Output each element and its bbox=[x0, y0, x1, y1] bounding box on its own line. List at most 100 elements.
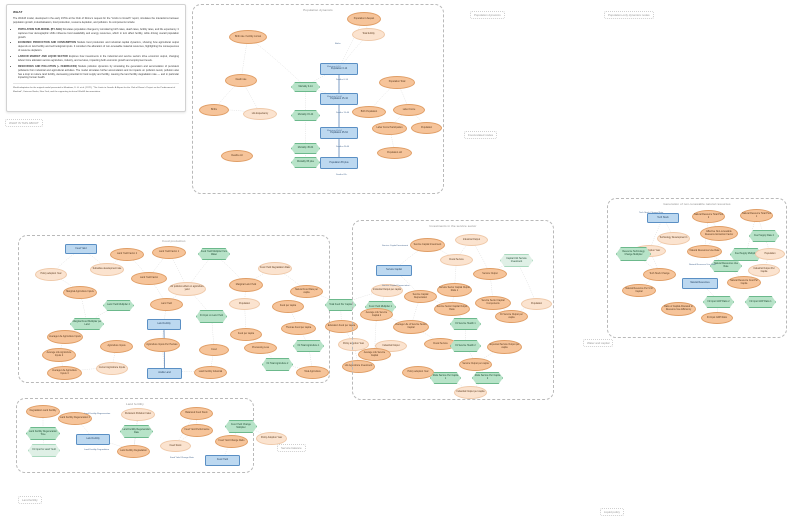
model-node[interactable]: Persistent Pollution Index bbox=[121, 408, 155, 421]
model-node[interactable]: Fit Total Agriculture 1 bbox=[293, 340, 324, 352]
model-node[interactable]: Arable Land bbox=[147, 368, 182, 379]
model-node[interactable]: Tech Stock Change bbox=[643, 268, 676, 281]
model-node[interactable]: Policy adoption Year bbox=[402, 366, 434, 379]
model-node[interactable]: Land Fertility bbox=[76, 434, 110, 445]
model-node[interactable]: Agriculture Inputs bbox=[100, 340, 133, 353]
canvas-tag[interactable]: Liquid policy bbox=[600, 508, 624, 516]
model-node[interactable]: Birth rate / fertility normal bbox=[229, 30, 267, 44]
model-node[interactable]: Population bbox=[229, 298, 260, 310]
model-node[interactable]: Fit Input on Land Yield bbox=[196, 310, 227, 323]
model-node[interactable]: Processing Loss bbox=[244, 342, 277, 354]
model-node[interactable]: Natural Resource Cost Per Capita bbox=[727, 276, 761, 289]
canvas-tag[interactable]: Service balance bbox=[277, 444, 306, 452]
model-node[interactable]: Agriculture Inputs Per Hectare bbox=[144, 338, 180, 352]
canvas-tag[interactable]: Population-only dynamics nodes bbox=[604, 11, 654, 19]
model-node[interactable]: Subsidies development rate bbox=[90, 263, 124, 276]
model-node[interactable]: Deaths old bbox=[221, 150, 253, 162]
model-node[interactable]: Food per capita bbox=[230, 328, 262, 341]
canvas-tag[interactable]: Water and capital bbox=[583, 339, 614, 347]
model-node[interactable]: Population Lifespan bbox=[347, 12, 381, 26]
model-node[interactable]: Service Capital bbox=[376, 265, 412, 276]
model-node[interactable]: Food Yield Multiplier from Water bbox=[198, 248, 230, 260]
model-node[interactable]: Population Total bbox=[379, 76, 415, 89]
model-node[interactable]: Total Agriculture bbox=[296, 366, 329, 379]
model-node[interactable]: Average Life of Service Sector Capital bbox=[393, 320, 429, 334]
model-node[interactable]: Mortality 65 plus bbox=[291, 157, 320, 168]
model-node[interactable]: Natural Resources bbox=[682, 278, 718, 289]
model-node[interactable]: Industrial Output Per Capita bbox=[748, 264, 780, 277]
model-node[interactable]: Service Sector Capital Components bbox=[475, 296, 511, 310]
canvas-tag[interactable]: WHAT IS THIS ABOUT bbox=[5, 119, 43, 127]
model-node[interactable]: Population bbox=[755, 248, 785, 260]
model-node[interactable]: Food Stock bbox=[160, 440, 191, 452]
model-node[interactable]: Resource Technology Change Multiplier bbox=[616, 247, 651, 261]
model-node[interactable]: Life Agriculture Investment bbox=[342, 360, 375, 373]
model-node[interactable]: Labor Force Participation bbox=[372, 122, 407, 135]
model-node[interactable]: Fit Input for Land Yield bbox=[28, 444, 60, 457]
model-node[interactable]: Fit Input GDP Ratio bbox=[701, 312, 733, 324]
model-node[interactable]: Average Life Agriculture Inputs bbox=[47, 330, 83, 344]
group-frame[interactable]: Generation of non-renewable natural reso… bbox=[607, 198, 787, 338]
model-node[interactable]: Ratio of Capital Allocated to Resource U… bbox=[661, 302, 696, 316]
model-node[interactable]: Air pollution effect on agriculture yiel… bbox=[168, 282, 206, 296]
model-node[interactable]: Natural Resources Use Rate bbox=[687, 245, 722, 258]
model-node[interactable]: Total fertility bbox=[352, 28, 385, 41]
model-node[interactable]: Capital Unit Service Investment bbox=[500, 254, 533, 267]
canvas-tag[interactable]: Food-related nodes bbox=[464, 131, 498, 139]
model-node[interactable]: Land Yield Factor bbox=[131, 272, 167, 285]
model-node[interactable]: Population bbox=[521, 298, 552, 310]
model-node[interactable]: Death rate bbox=[225, 74, 257, 87]
model-node[interactable]: Service Sector Capital Output Ratio bbox=[434, 302, 470, 316]
model-node[interactable]: Land Yield Factor 1 bbox=[152, 246, 186, 259]
model-node[interactable]: Policy adoption Year bbox=[338, 338, 369, 351]
model-node[interactable]: Land Fertility Regeneration Rate bbox=[120, 425, 153, 438]
model-node[interactable]: Total Food Per Capita bbox=[325, 299, 356, 311]
model-node[interactable]: Population bbox=[411, 122, 442, 134]
model-node[interactable]: Effective Non-renewable Resource Extract… bbox=[700, 226, 738, 241]
model-node[interactable]: Marginal Food Multiplier per Land bbox=[70, 318, 104, 330]
model-node[interactable]: Land Yield bbox=[150, 298, 183, 311]
model-node[interactable]: Industrial Output bbox=[455, 234, 488, 246]
model-node[interactable]: Policy Adoption Year bbox=[256, 432, 287, 445]
model-node[interactable]: Population 45-64 bbox=[320, 127, 358, 139]
model-node[interactable]: Ratio Service Per Capita 2 bbox=[472, 372, 503, 384]
canvas-tag[interactable]: Land fertility bbox=[18, 496, 42, 504]
model-node[interactable]: Fit Service Output per capita bbox=[495, 310, 528, 323]
model-node[interactable]: Land Fertility Regeneration 2 bbox=[58, 412, 92, 425]
model-node[interactable]: Marginal Land Yield bbox=[229, 278, 263, 292]
model-node[interactable]: Natural Resource Total Pool 2 bbox=[692, 210, 725, 223]
model-node[interactable]: Service Output per capita bbox=[459, 358, 492, 371]
model-node[interactable]: Policy adoption Year bbox=[35, 268, 67, 281]
model-node[interactable]: Land Yield Factor 2 bbox=[110, 248, 144, 261]
model-node[interactable]: Food Yield Degradation Rate bbox=[258, 262, 292, 275]
model-node[interactable]: Fit Input GDP Ratio 2 bbox=[703, 296, 734, 308]
model-node[interactable]: Natural Food Rate per capita bbox=[290, 285, 323, 298]
model-node[interactable]: Marginal Agriculture Inputs bbox=[63, 286, 97, 299]
model-node[interactable]: Population 15-44 bbox=[320, 93, 358, 105]
model-node[interactable]: Fit Service Health 2 bbox=[450, 340, 481, 352]
model-node[interactable]: Service Sector Capital Output Ratio 1 bbox=[437, 283, 472, 297]
model-node[interactable]: Population 0-14 bbox=[320, 63, 358, 75]
model-node[interactable]: Thomas Food per capita bbox=[281, 322, 316, 335]
model-node[interactable]: Fuel Supply Rate 2 bbox=[749, 230, 779, 242]
model-node[interactable]: Mortality 45-64 bbox=[291, 143, 320, 154]
model-node[interactable]: Degradation Land Fertility bbox=[26, 405, 60, 418]
canvas-tag[interactable]: Population dynamics bbox=[470, 11, 505, 19]
model-node[interactable]: Average Life Service Capital bbox=[358, 348, 391, 361]
model-node[interactable]: Natural Resource Total Pool 1 bbox=[740, 209, 773, 222]
model-node[interactable]: Average Life Service Capital 2 bbox=[360, 308, 393, 321]
model-node[interactable]: Natural Resource Per Unit Capital bbox=[622, 284, 656, 297]
model-node[interactable]: Mortality 0-14 bbox=[291, 82, 320, 92]
model-node[interactable]: Births bbox=[199, 104, 229, 116]
model-node[interactable]: Birth Population bbox=[352, 106, 386, 118]
model-node[interactable]: Land Fertility Regeneration Time bbox=[26, 427, 60, 440]
model-node[interactable]: Food per capita bbox=[272, 300, 304, 313]
model-node[interactable]: Life Expectancy bbox=[243, 108, 277, 120]
model-node[interactable]: Food Yield Change Multiplier bbox=[225, 420, 257, 433]
model-node[interactable]: Technology Development 1 bbox=[657, 232, 690, 245]
model-node[interactable]: Food Yield Change Ratio bbox=[215, 435, 248, 448]
model-node[interactable]: Ratio Service Per Capita 1 bbox=[430, 372, 461, 384]
group-frame[interactable]: Population dynamics bbox=[192, 4, 444, 194]
model-node[interactable]: Current Agriculture Inputs bbox=[96, 362, 128, 375]
